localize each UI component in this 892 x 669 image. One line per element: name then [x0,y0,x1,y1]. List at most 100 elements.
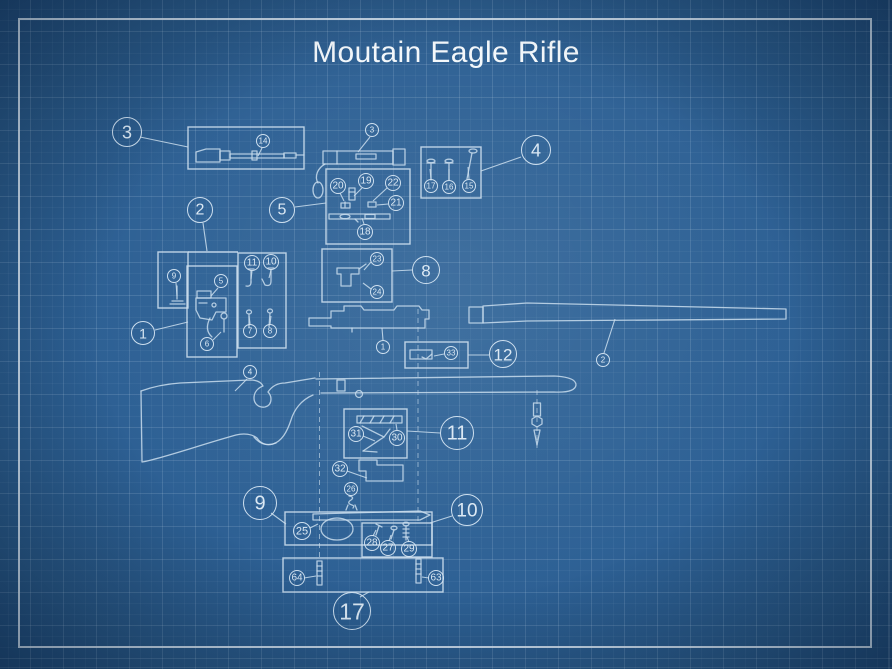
part-callout: 18 [357,224,373,240]
forend-drawing [315,375,577,399]
small-screws-drawing [375,521,410,541]
part-callout: 23 [370,252,384,266]
part-callout: 25 [293,522,311,540]
part-callout: 64 [289,570,305,586]
part-callout-number: 18 [359,226,371,238]
part-callout: 14 [256,134,270,148]
part-callout-number: 17 [426,181,436,191]
part-callout-number: 24 [372,287,382,297]
part-callout: 8 [263,324,277,338]
part-callout-number: 28 [366,537,378,549]
part-callout-number: 26 [346,484,356,494]
bolt-drawing [312,148,406,199]
part-callout: 24 [370,285,384,299]
part-callout: 17 [333,592,371,630]
stock-screws-drawing [316,558,422,586]
centerlines [319,309,538,557]
part-callout: 11 [440,416,474,450]
part-callout-number: 1 [380,342,386,352]
safety-drawing [409,349,433,360]
part-callout-number: 11 [446,422,468,445]
part-callout-number: 21 [390,197,402,209]
part-callout: 4 [243,365,257,379]
part-callout: 2 [187,197,213,223]
part-callout: 3 [365,123,379,137]
diagram-title: Moutain Eagle Rifle [312,36,580,69]
part-callout: 21 [388,195,404,211]
part-callout: 10 [451,494,483,526]
part-callout-number: 6 [204,339,210,349]
box-group-8 [321,248,393,303]
swivel-parts-drawing [531,402,543,446]
box-group-2 [157,251,287,349]
part-callout-number: 7 [247,326,253,336]
part-callout-number: 4 [247,367,253,377]
part-callout: 20 [330,178,346,194]
part-callout: 15 [462,179,476,193]
part-callout: 6 [200,337,214,351]
part-callout-number: 4 [530,140,541,161]
spring-drawing [345,495,358,511]
part-callout: 22 [385,175,401,191]
box-group-17 [282,557,444,593]
box-group-1 [186,265,238,358]
part-callout: 7 [243,324,257,338]
part-callout: 12 [489,340,517,368]
part-callout-number: 2 [195,201,205,219]
receiver-drawing [308,305,430,333]
part-callout-number: 27 [382,542,394,554]
part-callout-number: 3 [369,125,375,135]
part-callout-number: 25 [295,525,309,537]
part-callout: 2 [596,353,610,367]
box-group-10 [361,522,433,558]
part-callout-number: 3 [121,122,132,143]
box-group-5 [325,168,411,245]
part-callout: 27 [380,540,396,556]
guard-screws-drawing [426,148,478,181]
trigger-guard-drawing [312,510,431,541]
part-callout: 1 [376,340,390,354]
part-callout: 32 [332,461,348,477]
trigger-group-drawing [169,267,275,338]
box-group-11 [343,408,408,459]
part-callout: 29 [401,541,417,557]
box-group-3 [187,126,305,170]
part-callout-number: 10 [456,500,478,521]
part-callout: 63 [428,570,444,586]
part-callout-number: 16 [444,182,454,192]
part-callout-number: 22 [387,177,399,189]
part-callout: 28 [364,535,380,551]
part-callout: 26 [344,482,358,496]
bolt-assembly-drawing [195,148,305,163]
part-callout: 8 [412,256,440,284]
part-callout-number: 2 [600,355,606,365]
part-callout-number: 15 [464,181,474,191]
barrel-drawing [468,302,787,324]
part-callout: 19 [358,173,374,189]
part-callout-number: 23 [372,254,382,264]
part-callout-number: 8 [267,326,273,336]
bolt-stop-drawing [336,263,367,287]
part-callout-number: 29 [403,543,415,555]
part-callout-number: 1 [139,325,147,342]
part-callout: 9 [243,486,277,520]
part-callout-number: 19 [360,175,372,187]
floorplate-drawing [358,459,404,482]
part-callout-number: 31 [350,428,362,440]
part-callout-number: 5 [218,276,224,286]
group-boxes [157,126,482,593]
magazine-spring-drawing [356,415,403,453]
part-callout-number: 5 [277,201,287,219]
stock-drawing [140,377,316,463]
part-callout: 5 [214,274,228,288]
part-callout-number: 9 [254,492,266,515]
part-callout: 1 [131,321,155,345]
part-callout: 9 [167,269,181,283]
part-callout: 33 [444,346,458,360]
part-callout-number: 20 [332,180,344,192]
part-callout-number: 14 [258,136,268,146]
part-callout: 30 [389,430,405,446]
part-callout: 5 [269,197,295,223]
